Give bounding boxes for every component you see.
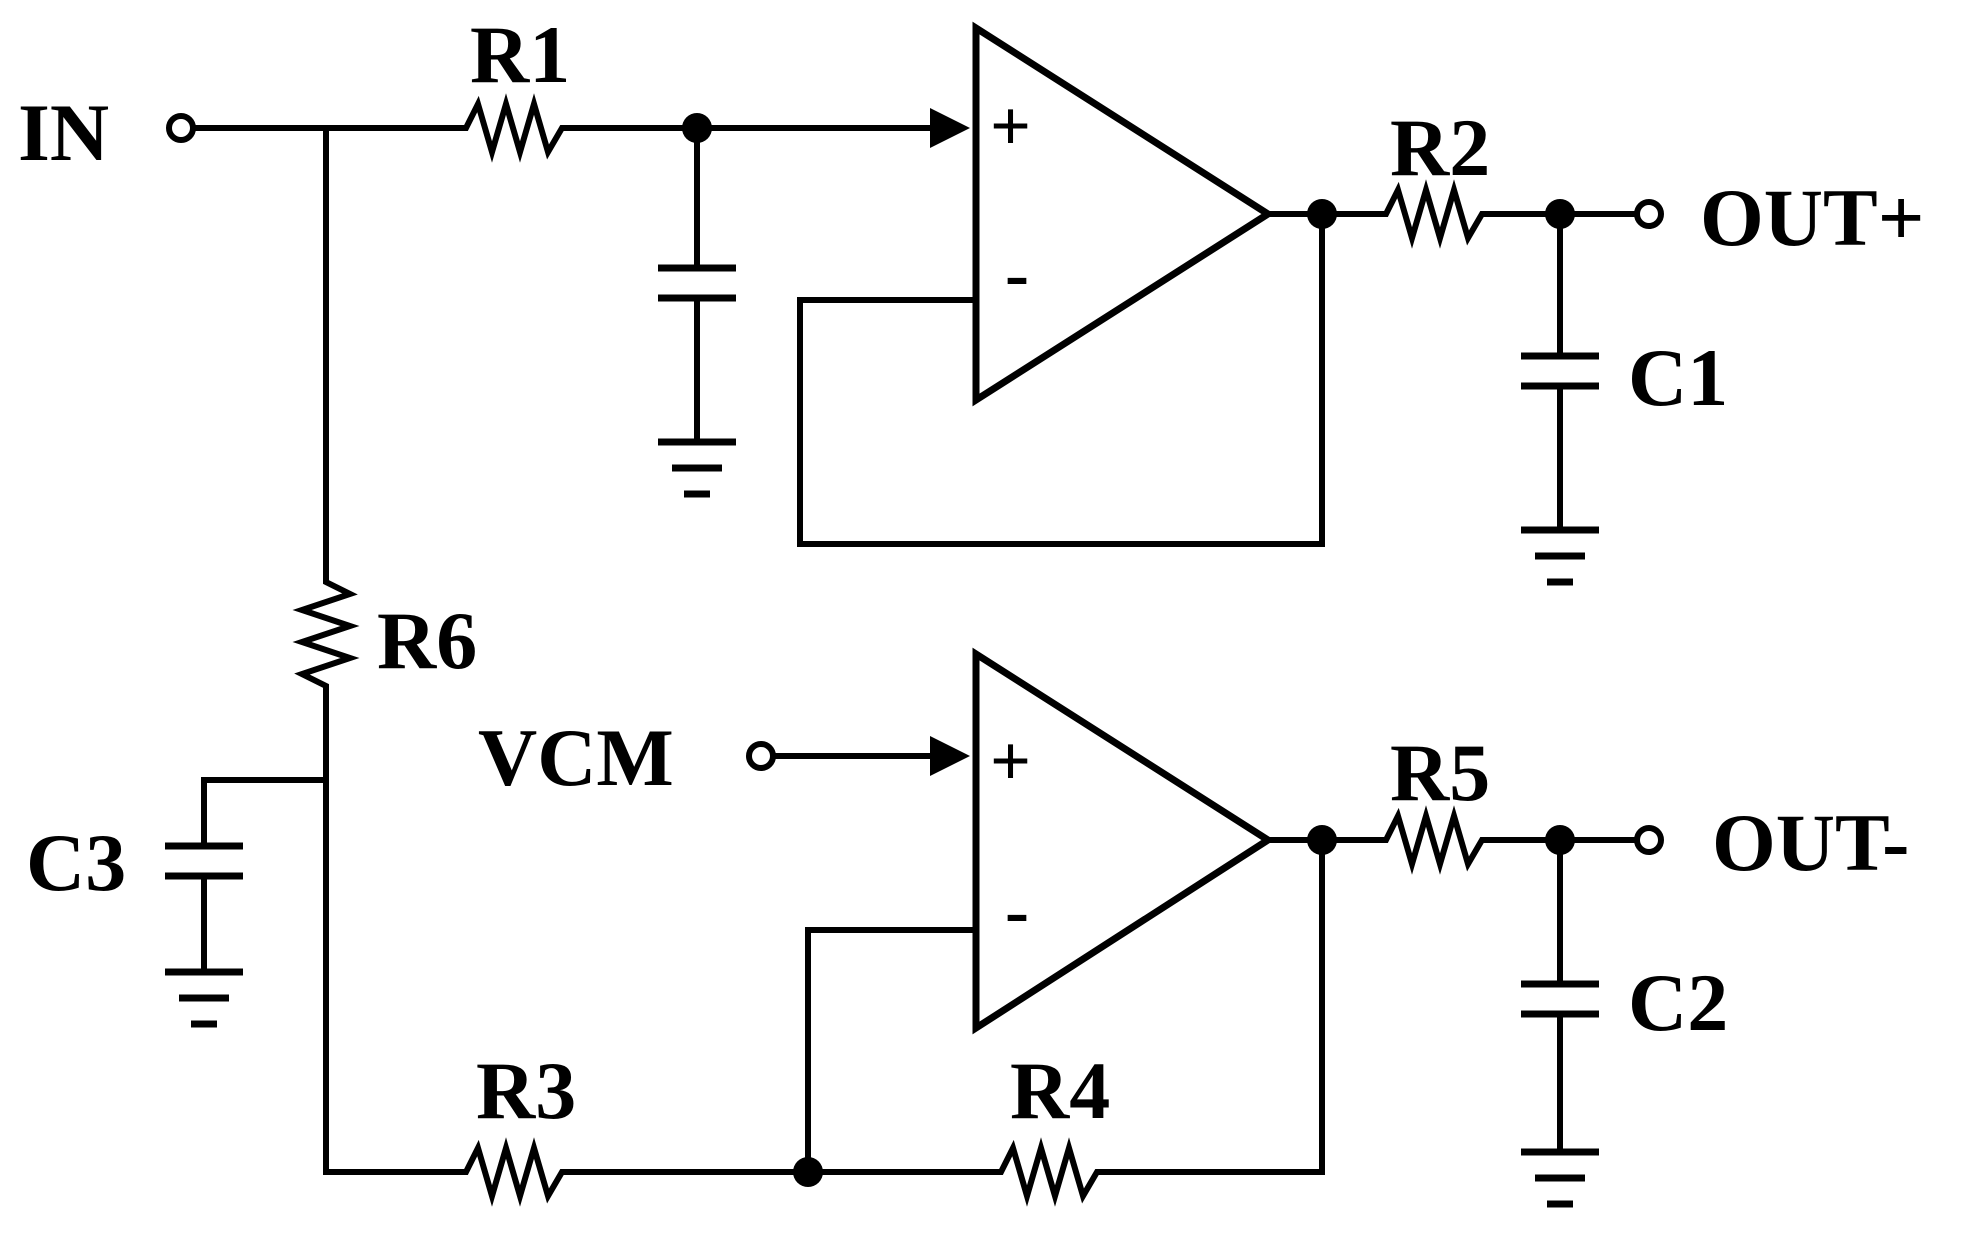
c3-label: C3 bbox=[26, 817, 126, 908]
out-neg-label: OUT- bbox=[1712, 797, 1909, 888]
vcm-label: VCM bbox=[478, 712, 674, 803]
opamp2-inv-wire bbox=[805, 927, 979, 1175]
opamp1-plus-sign: + bbox=[990, 86, 1031, 166]
resistor-r5 bbox=[1372, 805, 1503, 875]
out-pos-label: OUT+ bbox=[1700, 172, 1924, 263]
opamp1-feedback-wire bbox=[797, 211, 1325, 547]
capacitor-input-filter bbox=[658, 264, 736, 302]
c1-label: C1 bbox=[1628, 332, 1728, 423]
r1-label: R1 bbox=[470, 9, 570, 100]
out-pos-terminal[interactable] bbox=[1634, 199, 1664, 229]
arrow-icon bbox=[930, 736, 970, 776]
r4-label: R4 bbox=[1010, 1045, 1110, 1136]
capacitor-c3 bbox=[165, 842, 243, 880]
opamp-2 bbox=[972, 647, 1275, 1035]
resistor-r2 bbox=[1372, 179, 1503, 249]
resistor-r3 bbox=[452, 1137, 583, 1207]
opamp2-plus-sign: + bbox=[990, 721, 1031, 801]
r3-label: R3 bbox=[476, 1045, 576, 1136]
opamp-1 bbox=[972, 21, 1275, 407]
resistor-r1 bbox=[452, 93, 583, 163]
opamp1-minus-sign: - bbox=[1005, 234, 1029, 314]
out-neg-terminal[interactable] bbox=[1634, 825, 1664, 855]
r2-label: R2 bbox=[1390, 102, 1490, 193]
r4-feedback-wire bbox=[1112, 837, 1325, 1175]
ground-icon bbox=[658, 438, 736, 498]
in-terminal[interactable] bbox=[166, 113, 196, 143]
ground-icon bbox=[1521, 526, 1599, 586]
vcm-terminal[interactable] bbox=[746, 741, 776, 771]
resistor-r4 bbox=[987, 1137, 1118, 1207]
c2-label: C2 bbox=[1628, 957, 1728, 1048]
ground-icon bbox=[165, 968, 243, 1028]
opamp2-minus-sign: - bbox=[1005, 871, 1029, 951]
capacitor-c2 bbox=[1521, 980, 1599, 1018]
junction-dot bbox=[1307, 825, 1337, 855]
junction-dot bbox=[1307, 199, 1337, 229]
in-label: IN bbox=[18, 87, 109, 178]
capacitor-c1 bbox=[1521, 352, 1599, 390]
resistor-r6 bbox=[292, 571, 360, 703]
junction-dot bbox=[793, 1157, 823, 1187]
r5-label: R5 bbox=[1390, 727, 1490, 818]
r6-label: R6 bbox=[377, 595, 477, 686]
arrow-icon bbox=[930, 108, 970, 148]
ground-icon bbox=[1521, 1148, 1599, 1208]
c3-branch-wire bbox=[201, 777, 329, 849]
